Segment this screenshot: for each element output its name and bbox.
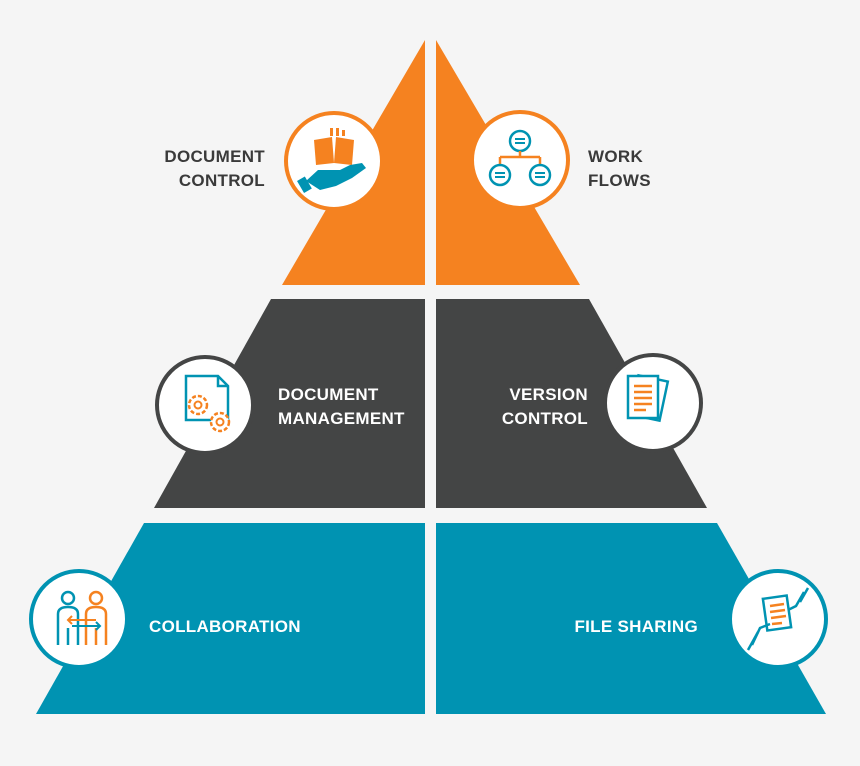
label-work-flows-line1: WORK bbox=[588, 147, 644, 166]
label-collaboration: COLLABORATION bbox=[149, 615, 329, 639]
book-in-hand-icon bbox=[284, 111, 384, 211]
workflow-hierarchy-icon bbox=[470, 110, 570, 210]
label-file-sharing-text: FILE SHARING bbox=[574, 617, 698, 636]
label-version-control-line1: VERSION bbox=[509, 385, 588, 404]
label-file-sharing: FILE SHARING bbox=[530, 615, 698, 639]
label-document-management-line1: DOCUMENT bbox=[278, 385, 379, 404]
label-document-management-line2: MANAGEMENT bbox=[278, 409, 405, 428]
bottom-right-segment bbox=[436, 523, 826, 714]
label-version-control: VERSION CONTROL bbox=[460, 383, 588, 431]
label-work-flows-line2: FLOWS bbox=[588, 171, 651, 190]
bottom-left-segment bbox=[36, 523, 425, 714]
label-version-control-line2: CONTROL bbox=[501, 409, 588, 428]
two-people-exchange-icon bbox=[29, 569, 129, 669]
middle-right-segment bbox=[436, 299, 707, 508]
label-document-control: DOCUMENT CONTROL bbox=[140, 145, 265, 193]
label-collaboration-text: COLLABORATION bbox=[149, 617, 301, 636]
label-document-control-line2: CONTROL bbox=[178, 171, 265, 190]
label-document-management: DOCUMENT MANAGEMENT bbox=[278, 383, 418, 431]
document-gears-icon bbox=[155, 355, 255, 455]
hands-passing-document-icon bbox=[728, 569, 828, 669]
label-work-flows: WORK FLOWS bbox=[588, 145, 688, 193]
stacked-documents-icon bbox=[603, 353, 703, 453]
middle-left-segment bbox=[154, 299, 425, 508]
label-document-control-line1: DOCUMENT bbox=[164, 147, 265, 166]
